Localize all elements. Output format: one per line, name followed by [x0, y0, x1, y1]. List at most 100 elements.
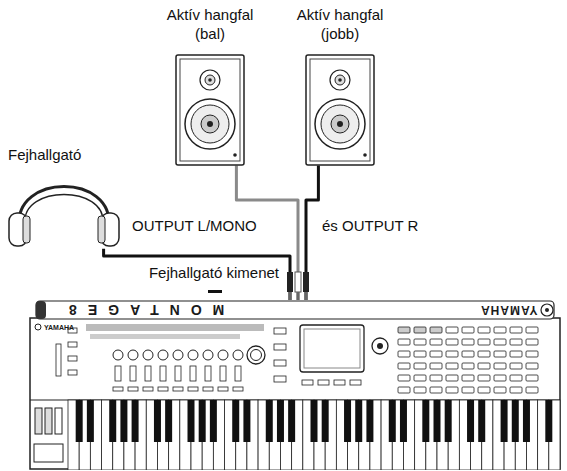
knob	[158, 350, 168, 360]
speaker-cabinet	[176, 55, 244, 165]
panel-band	[90, 334, 240, 339]
speaker-drawing	[175, 54, 245, 166]
tweeter-dome	[335, 75, 345, 85]
data-dial-inner	[377, 343, 383, 349]
black-key	[467, 400, 474, 442]
button	[233, 387, 243, 391]
woofer-cap	[201, 115, 219, 133]
cable	[104, 249, 290, 300]
speaker-label: Aktív hangfal (jobb)	[280, 6, 400, 44]
brand-logo: YAMAHA	[480, 304, 538, 316]
button	[274, 344, 286, 350]
display-inner	[304, 329, 360, 368]
black-key	[210, 400, 217, 442]
black-key	[344, 400, 351, 442]
button	[430, 375, 442, 381]
woofer	[185, 99, 235, 149]
black-key	[132, 400, 139, 442]
button	[510, 327, 522, 333]
yamaha-emblem-inner	[545, 308, 549, 312]
speaker-front	[310, 59, 370, 161]
button	[494, 363, 506, 369]
button	[414, 387, 426, 393]
button	[494, 351, 506, 357]
button	[430, 339, 442, 345]
black-key	[243, 400, 250, 442]
woofer-cap	[331, 115, 349, 133]
knob	[143, 350, 153, 360]
slider	[130, 366, 136, 381]
button	[446, 327, 458, 333]
button	[218, 387, 228, 391]
button	[446, 387, 458, 393]
headphones-drawing	[6, 167, 122, 249]
button	[430, 363, 442, 369]
slider	[160, 366, 166, 381]
button	[478, 351, 490, 357]
button	[478, 339, 490, 345]
black-key	[311, 400, 318, 442]
black-key	[199, 400, 206, 442]
button	[494, 339, 506, 345]
yamaha-emblem	[35, 324, 41, 330]
button	[462, 387, 474, 393]
woofer	[315, 99, 365, 149]
headband-inner	[25, 194, 103, 223]
button	[318, 380, 329, 385]
black-key	[400, 400, 407, 442]
speaker-right: Aktív hangfal (jobb)	[280, 6, 400, 166]
woofer-center	[207, 121, 213, 127]
knob	[173, 350, 183, 360]
ribbon	[34, 444, 63, 462]
headphone-plug	[287, 272, 293, 292]
button	[398, 351, 410, 357]
button	[494, 387, 506, 393]
keyboard: MONTAGE8YAMAHAYAMAHA	[28, 300, 562, 470]
black-key	[87, 400, 94, 442]
slider	[235, 366, 241, 381]
button	[128, 387, 138, 391]
button	[478, 375, 490, 381]
button	[478, 327, 490, 333]
knob	[128, 350, 138, 360]
black-key	[478, 400, 485, 442]
slider	[56, 344, 61, 376]
black-key	[512, 400, 519, 442]
jack-marker	[208, 290, 222, 293]
black-key	[109, 400, 116, 442]
button	[188, 387, 198, 391]
button	[526, 327, 538, 333]
button	[68, 342, 77, 347]
button	[113, 387, 123, 391]
button	[274, 328, 286, 334]
tweeter	[330, 70, 350, 90]
woofer-center	[337, 121, 343, 127]
button	[350, 380, 361, 385]
knob	[233, 350, 243, 360]
button	[478, 363, 490, 369]
panel-band	[86, 324, 264, 331]
black-key	[445, 400, 452, 442]
button	[462, 351, 474, 357]
button	[526, 351, 538, 357]
black-key	[120, 400, 127, 442]
slider	[220, 366, 226, 381]
button	[510, 387, 522, 393]
brand-logo: YAMAHA	[44, 324, 74, 331]
wheel	[55, 408, 62, 434]
black-key	[545, 400, 552, 442]
output-r-plug	[303, 272, 309, 292]
button	[526, 375, 538, 381]
button	[334, 380, 345, 385]
button	[414, 375, 426, 381]
button	[446, 375, 458, 381]
speaker-cabinet	[306, 55, 374, 165]
button	[494, 375, 506, 381]
button	[158, 387, 168, 391]
headphones: Fejhallgató	[4, 146, 124, 249]
button	[478, 387, 490, 393]
output-label: OUTPUT L/MONO	[130, 217, 259, 235]
speaker-front	[180, 59, 240, 161]
plug-tip	[289, 292, 292, 300]
black-key	[277, 400, 284, 442]
